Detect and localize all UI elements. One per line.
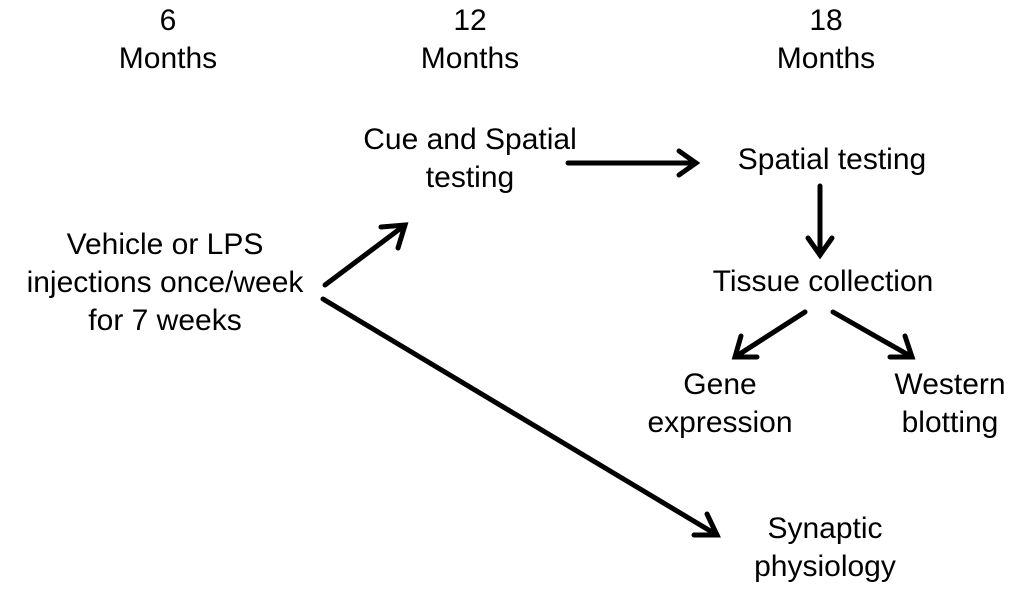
arrow-tissue-to-western-blotting [830,309,916,360]
timepoint-number: 12 [453,4,487,37]
node-line: Western [894,368,1006,401]
timepoint-unit: Months [118,42,218,75]
node-line: blotting [901,406,999,439]
arrow-tissue-to-gene-expression [731,309,808,360]
node-cue-spatial-testing: Cue and Spatial testing [340,121,600,197]
node-line: Tissue collection [712,265,934,298]
node-tissue-collection: Tissue collection [688,263,958,301]
timepoint-unit: Months [420,42,520,75]
node-spatial-testing: Spatial testing [712,141,952,179]
node-line: expression [647,406,793,439]
timepoint-unit: Months [776,42,876,75]
timepoint-number: 6 [159,4,177,37]
node-line: Synaptic [767,512,883,545]
timepoint-number: 18 [809,4,843,37]
node-line: injections once/week [26,266,304,299]
arrow-injections-to-synaptic-physiology [320,296,721,538]
node-synaptic-physiology: Synaptic physiology [735,510,915,586]
node-gene-expression: Gene expression [630,366,810,442]
node-line: Spatial testing [737,143,927,176]
timepoint-6-months: 6 Months [108,2,228,78]
arrow-spatial-testing-to-tissue-collection [805,183,835,260]
node-line: for 7 weeks [88,304,242,337]
node-western-blotting: Western blotting [880,366,1020,442]
arrow-injections-to-cue-spatial [322,222,409,288]
node-line: Gene [683,368,757,401]
node-line: Cue and Spatial [363,123,577,156]
timepoint-12-months: 12 Months [410,2,530,78]
arrow-cue-spatial-to-spatial-testing [565,148,701,178]
node-line: testing [425,161,515,194]
timepoint-18-months: 18 Months [766,2,886,78]
node-line: physiology [754,550,896,583]
node-injections: Vehicle or LPS injections once/week for … [0,226,330,340]
node-line: Vehicle or LPS [66,228,264,261]
